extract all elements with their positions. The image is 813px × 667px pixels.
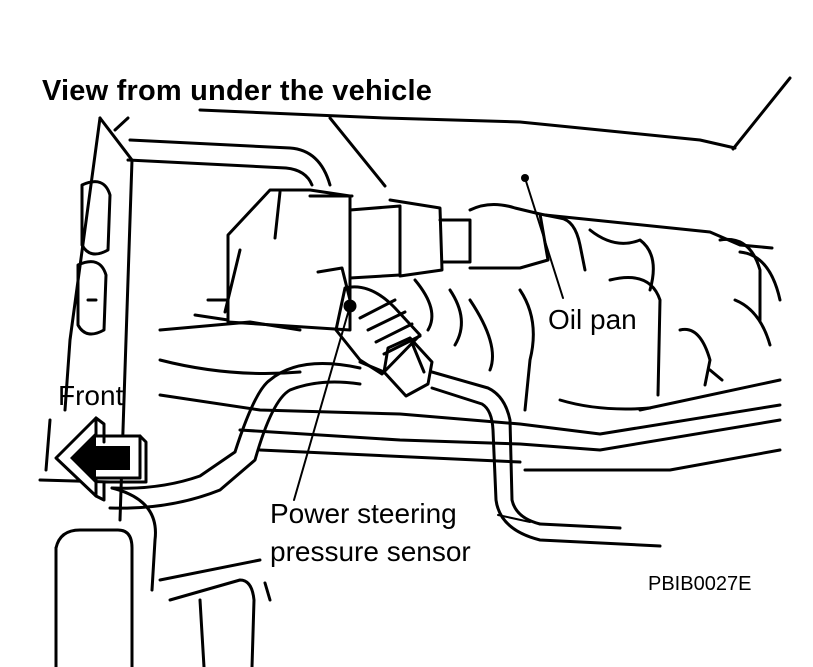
oil-pan-outline (413, 213, 782, 412)
figure-code: PBIB0027E (648, 573, 752, 595)
engine-bracket (193, 188, 587, 332)
front-callout: Front (58, 380, 124, 411)
power-steering-line (108, 362, 662, 548)
lower-crossmember (158, 320, 782, 472)
body-panel-edge (731, 76, 792, 151)
oil-pan-leader-dot (521, 174, 529, 182)
pressure-sensor-body (316, 266, 434, 398)
sensor-callout-line2: pressure sensor (270, 536, 471, 567)
front-arrow-icon (54, 416, 148, 502)
lower-left-brackets (54, 486, 272, 667)
oil-pan-callout: Oil pan (548, 304, 637, 335)
sensor-callout-line1: Power steering (270, 498, 457, 529)
diagram-title: View from under the vehicle (42, 75, 433, 107)
upper-crossmember (126, 108, 737, 188)
leader-lines (293, 177, 564, 523)
